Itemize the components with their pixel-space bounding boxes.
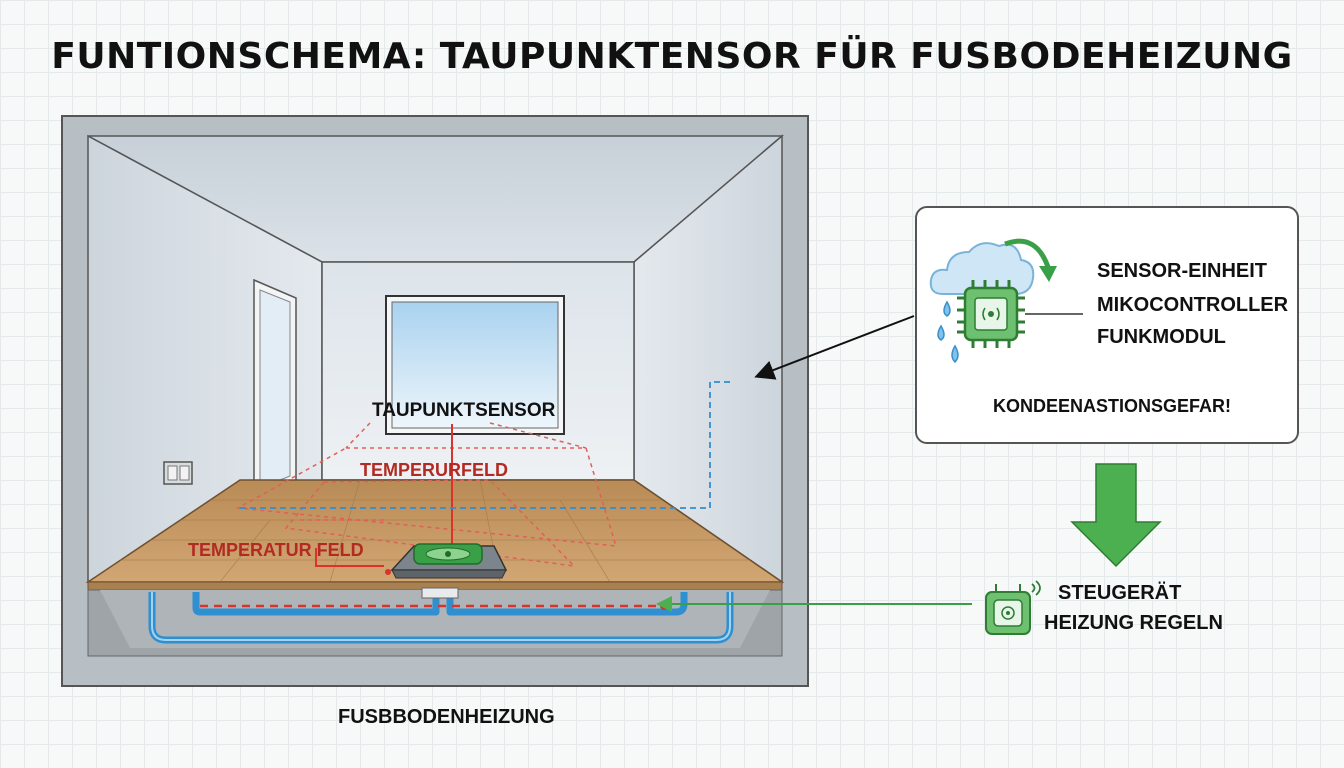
sensor-unit-panel: SENSOR-EINHEIT MIKOCONTROLLER FUNKMODUL … [915, 206, 1299, 444]
sensor-unit-line: SENSOR-EINHEIT [1097, 260, 1268, 282]
controller-label: STEUGERÄT [1058, 582, 1182, 604]
diagram-title: FUNTIONSCHEMA: TAUPUNKTENSOR FÜR FUSBODE… [51, 36, 1293, 77]
dewpoint-sensor-device [390, 543, 508, 579]
floor-heating-label: FUSBBODENHEIZUNG [338, 706, 555, 728]
down-arrow-icon [1070, 463, 1162, 568]
sensor-label: TAUPUNKTSENSOR [372, 400, 556, 421]
radio-module-line: FUNKMODUL [1097, 326, 1226, 348]
microchip-icon [957, 280, 1083, 348]
controller-function-label: HEIZUNG REGELN [1044, 612, 1223, 634]
water-drop-icon [937, 300, 959, 364]
panel-pointer-arrow [754, 315, 915, 380]
controller-device-icon [985, 584, 1031, 635]
temperature-field-label-lower: TEMPERATUR FELD [188, 540, 364, 560]
curved-arrow-icon [1004, 238, 1057, 282]
condensation-warning: KONDEENASTIONSGEFAR! [993, 396, 1232, 416]
cloud-icon [929, 242, 1035, 295]
wireless-icon [1031, 580, 1041, 596]
signal-route [240, 381, 732, 509]
microcontroller-line: MIKOCONTROLLER [1097, 294, 1289, 316]
temperature-field-label-upper: TEMPERURFELD [360, 460, 508, 480]
temperature-field-outline [235, 422, 618, 568]
pipe-manifold [421, 587, 459, 599]
